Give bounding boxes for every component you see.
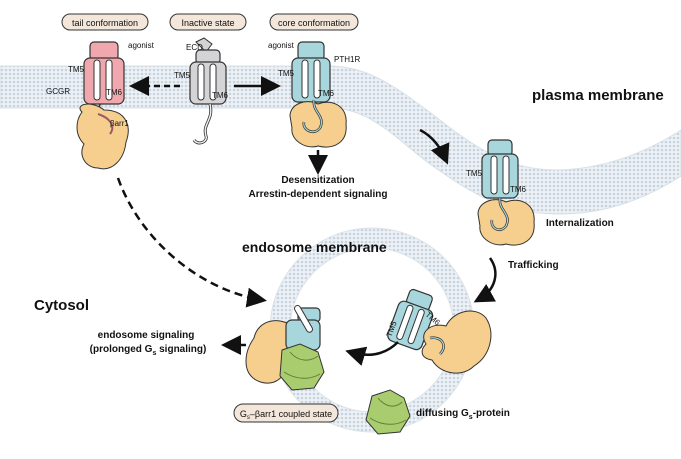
tm5-label-inactive: TM5 — [174, 71, 191, 80]
pth1r-label: PTH1R — [334, 55, 360, 64]
gs-protein-coupled — [279, 343, 325, 391]
plasma-membrane-label: plasma membrane — [532, 87, 664, 104]
barr1-arrestin-core — [289, 99, 347, 148]
gcgr-label: GCGR — [46, 87, 70, 96]
barr1-arrestin-endosome — [421, 310, 492, 374]
tm5-label-core: TM5 — [278, 69, 295, 78]
internalization-label: Internalization — [546, 218, 614, 229]
agonist-label-left: agonist — [128, 41, 155, 50]
coupled-state-label: Gs–βarr1 coupled state — [240, 409, 332, 421]
tm6-label-internalizing: TM6 — [510, 185, 527, 194]
tm6-label-core: TM6 — [318, 89, 335, 98]
ecd-label: ECD — [186, 43, 203, 52]
tm6-label-gcgr: TM6 — [106, 88, 123, 97]
inactive-state-label: Inactive state — [181, 18, 234, 28]
coupled-state-badge: Gs–βarr1 coupled state — [233, 403, 339, 423]
tm5-label-gcgr: TM5 — [68, 65, 85, 74]
barr1-arrestin-internalizing — [477, 197, 535, 246]
internalizing-receptor — [481, 139, 519, 199]
inactive-receptor — [189, 37, 227, 145]
diffusing-gs-protein-label: diffusing Gs-protein — [416, 408, 510, 421]
coupled-receptor — [285, 304, 321, 351]
gcgr-receptor — [83, 41, 125, 135]
arrow-trafficking — [473, 257, 497, 303]
barr1-label: βarr1 — [110, 119, 129, 128]
endosome-membrane-label: endosome membrane — [242, 239, 387, 255]
endosome-signaling-label: endosome signaling — [98, 330, 195, 341]
prolonged-gs-signaling-label: (prolonged Gs signaling) — [90, 344, 207, 357]
tm5-label-internalizing: TM5 — [466, 169, 483, 178]
pth1r-receptor — [291, 41, 331, 103]
arrow-dashed-to-endosome — [116, 177, 267, 308]
barr1-arrestin-tail — [76, 103, 129, 170]
arrow-to-internalization — [419, 128, 450, 165]
inactive-state-badge: Inactive state — [169, 13, 247, 31]
gs-protein-diffusing — [365, 389, 411, 435]
tm6-label-inactive: TM6 — [212, 91, 229, 100]
desensitization-label: Desensitization — [281, 175, 354, 186]
core-conformation-label: core conformation — [278, 18, 350, 28]
cytosol-label: Cytosol — [34, 297, 89, 314]
tail-conformation-label: tail conformation — [72, 18, 138, 28]
agonist-label-core: agonist — [268, 41, 295, 50]
endosome-receptor — [387, 288, 434, 351]
tail-conformation-badge: tail conformation — [61, 13, 149, 31]
core-conformation-badge: core conformation — [269, 13, 359, 31]
arrestin-signaling-label: Arrestin-dependent signaling — [249, 189, 388, 200]
trafficking-label: Trafficking — [508, 260, 559, 271]
arrow-to-coupled-state — [345, 341, 399, 366]
